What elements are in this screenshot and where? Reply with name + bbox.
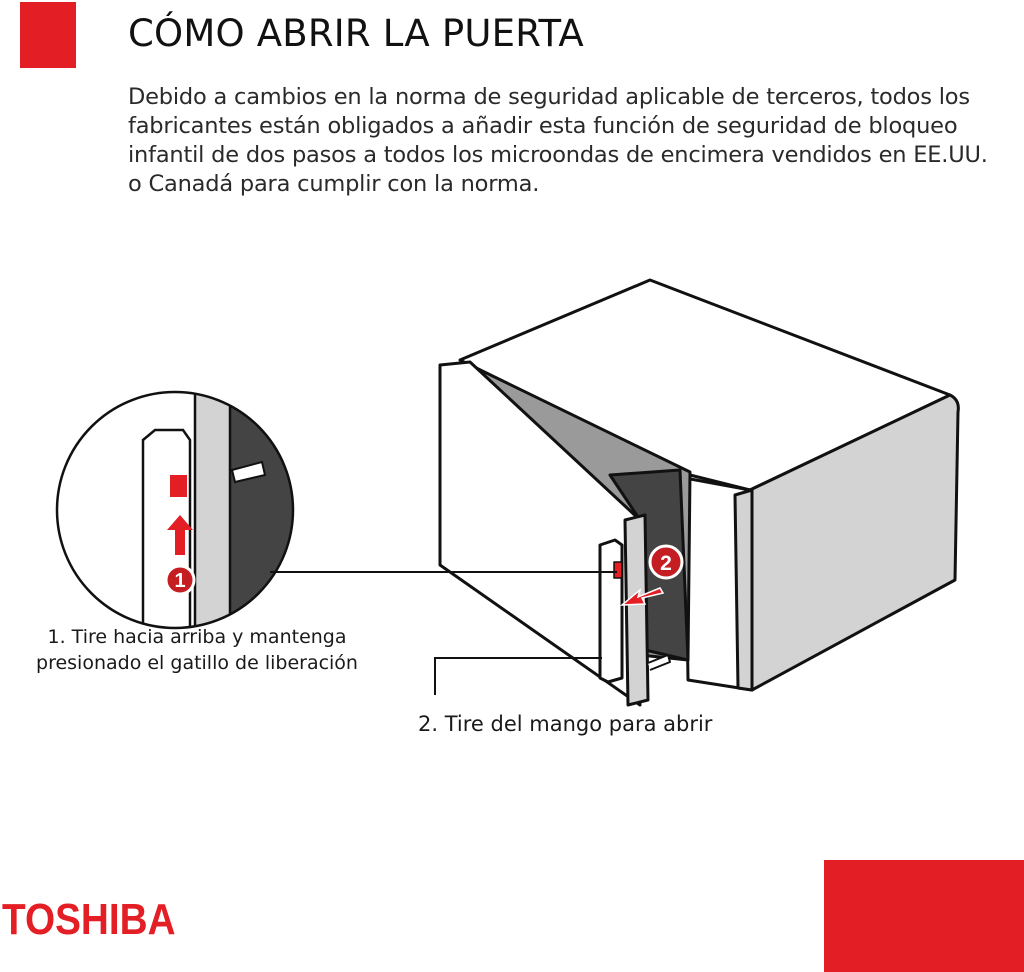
microwave-illustration: 1 2 — [55, 278, 960, 707]
step-2-label: 2. Tire del mango para abrir — [418, 712, 713, 736]
step1-badge — [164, 564, 196, 596]
step-1-label: 1. Tire hacia arriba y mantenga presiona… — [36, 626, 358, 674]
intro-paragraph: Debido a cambios en la norma de segurida… — [128, 84, 988, 197]
svg-text:1: 1 — [174, 570, 185, 592]
accent-block-bottom — [824, 860, 1024, 972]
svg-text:2: 2 — [660, 552, 672, 575]
accent-block-top — [20, 2, 76, 68]
page-title: CÓMO ABRIR LA PUERTA — [128, 12, 584, 55]
toshiba-logo: TOSHIBA — [2, 895, 176, 944]
